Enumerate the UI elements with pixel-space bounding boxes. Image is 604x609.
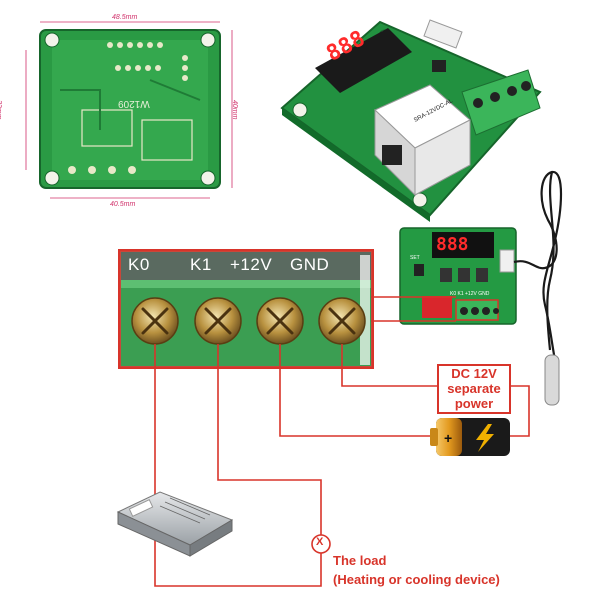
svg-text:+: + (444, 430, 452, 446)
load-marker: X (316, 536, 324, 548)
board-label: W1209 (118, 98, 150, 109)
terminal-label-12v: +12V (230, 255, 273, 274)
power-supply-unit (116, 491, 234, 557)
terminal-block-closeup (118, 249, 374, 369)
small-module-display: 888 (436, 234, 469, 255)
probe-tip (544, 354, 560, 406)
dimension-lines (25, 21, 233, 199)
temperature-probe (513, 170, 563, 361)
dimension-top-width: 48.5mm (112, 14, 138, 21)
battery-icon: + (430, 418, 510, 456)
terminal-label-k1: K1 (190, 255, 212, 274)
small-module-terminal-labels: K0 K1 +12V GND (450, 291, 490, 297)
load-label-line-1: The load (333, 553, 387, 568)
small-module (399, 227, 517, 325)
load-label-line-2: (Heating or cooling device) (333, 572, 500, 587)
pcb-back-view (39, 29, 221, 189)
dimension-bottom-width: 40.5mm (110, 201, 136, 208)
terminal-label-k0: K0 (128, 255, 150, 274)
power-label-line-3: power (454, 396, 494, 411)
pcb-front-view (280, 19, 542, 222)
wires (154, 296, 530, 587)
power-label-line-1: DC 12V (451, 366, 497, 381)
load-marker-circle (311, 534, 331, 554)
terminal-label-gnd: GND (290, 255, 330, 274)
power-label-line-2: separate (447, 381, 501, 396)
power-label-box: DC 12V separate power (437, 364, 511, 414)
dimension-left-height: 32mm (0, 100, 2, 120)
dimension-right-height: 40mm (231, 100, 238, 120)
small-module-set-label: SET (410, 255, 420, 261)
